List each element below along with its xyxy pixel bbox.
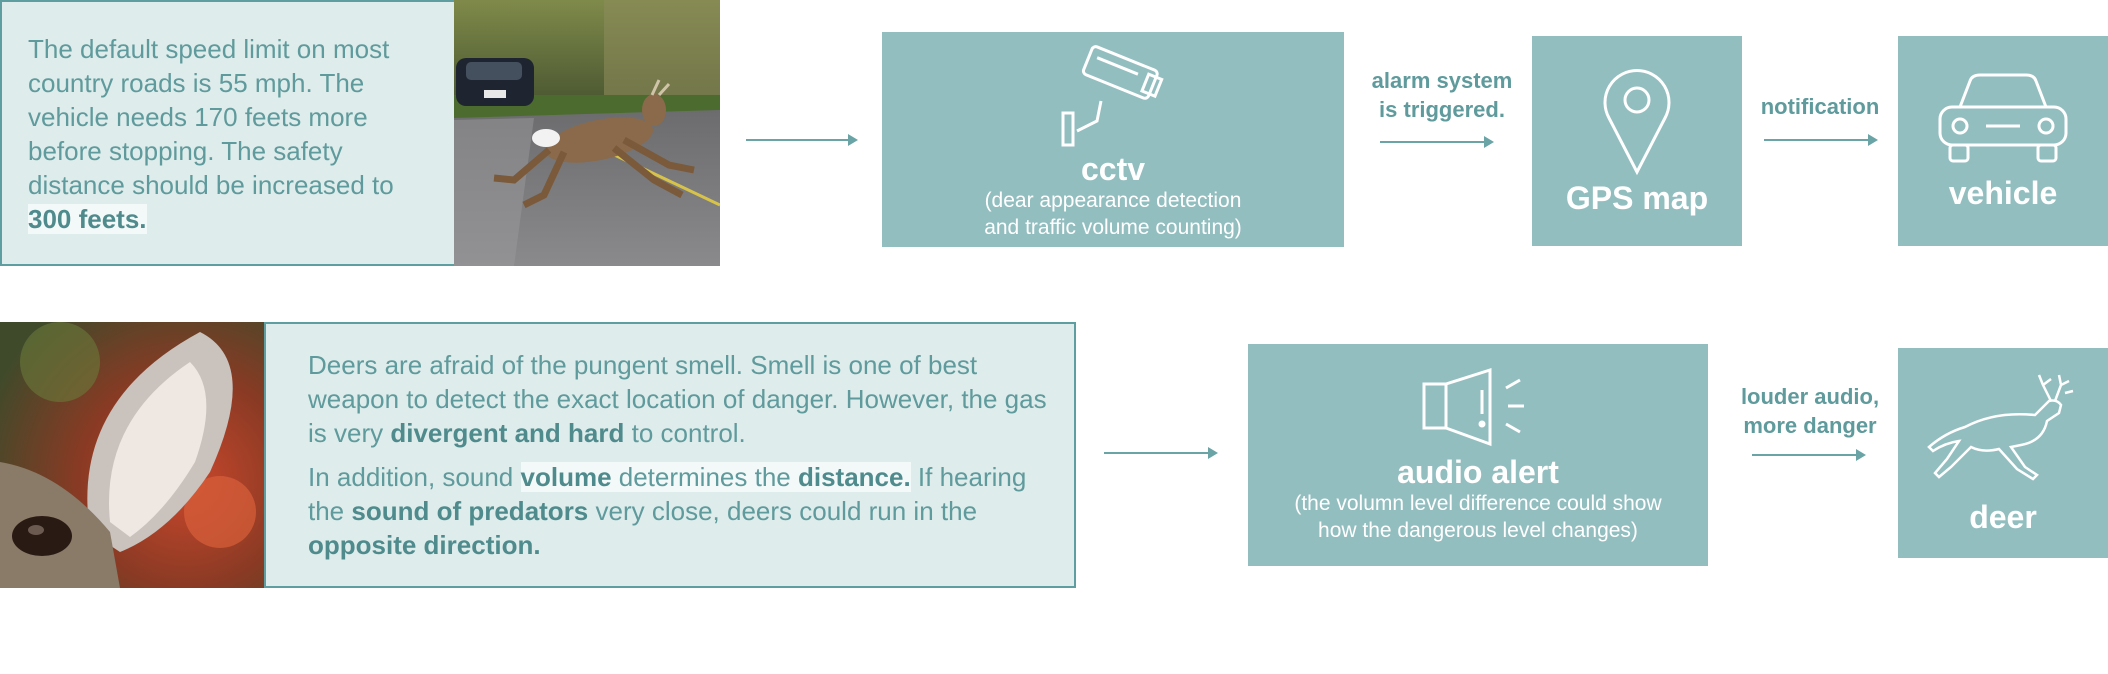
sound-paragraph: In addition, sound volume determines the… (308, 462, 1027, 560)
smell-paragraph: Deers are afraid of the pungent smell. S… (308, 350, 1047, 448)
speed-limit-text-panel: The default speed limit on most country … (0, 0, 456, 266)
audio-alert-box: audio alert (the volumn level difference… (1248, 344, 1708, 566)
deer-icon (1927, 374, 2074, 481)
deer-behavior-text-panel: Deers are afraid of the pungent smell. S… (264, 322, 1076, 588)
audio-alert-subtitle-line1: (the volumn level difference could show (1294, 492, 1662, 515)
vehicle-title: vehicle (1948, 175, 2058, 211)
deer-box: deer (1898, 348, 2108, 558)
gps-map-title: GPS map (1565, 180, 1709, 216)
gps-map-box: GPS map (1532, 36, 1742, 246)
notification-label: notification (1760, 94, 1880, 119)
safety-distance-highlight: 300 feets. (28, 204, 147, 234)
opposite-direction-highlight: opposite direction. (308, 530, 541, 560)
deer-title: deer (1969, 499, 2037, 535)
louder-audio-label: louder audio, more danger (1740, 384, 1880, 438)
cctv-box: cctv (dear appearance detection and traf… (882, 32, 1344, 247)
deer-crossing-road-photo (454, 0, 720, 266)
audio-alert-title: audio alert (1397, 454, 1559, 490)
speaker-icon (1422, 367, 1524, 447)
cctv-subtitle-line2: and traffic volume counting) (984, 215, 1242, 239)
predators-highlight: sound of predators (351, 496, 589, 526)
cctv-subtitle-line1: (dear appearance detection (984, 188, 1242, 212)
cctv-title: cctv (1080, 150, 1146, 187)
cctv-camera-icon (1061, 44, 1164, 146)
volume-highlight: volume (520, 462, 612, 492)
speed-limit-paragraph: The default speed limit on most country … (28, 34, 394, 234)
car-icon (1938, 73, 2068, 163)
divergent-highlight: divergent and hard (390, 418, 625, 448)
vehicle-box: vehicle (1898, 36, 2108, 246)
arrow-to-cctv (746, 134, 858, 146)
arrow-to-audio (1104, 447, 1218, 459)
arrow-to-gps (1380, 136, 1494, 148)
alarm-label: alarm system is triggered. (1371, 68, 1513, 122)
deer-ear-closeup-photo (0, 322, 266, 588)
distance-highlight: distance. (797, 462, 911, 492)
arrow-to-deer (1752, 449, 1866, 461)
map-pin-icon (1603, 69, 1671, 176)
audio-alert-subtitle-line2: how the dangerous level changes) (1318, 519, 1638, 542)
arrow-to-vehicle (1764, 134, 1878, 146)
